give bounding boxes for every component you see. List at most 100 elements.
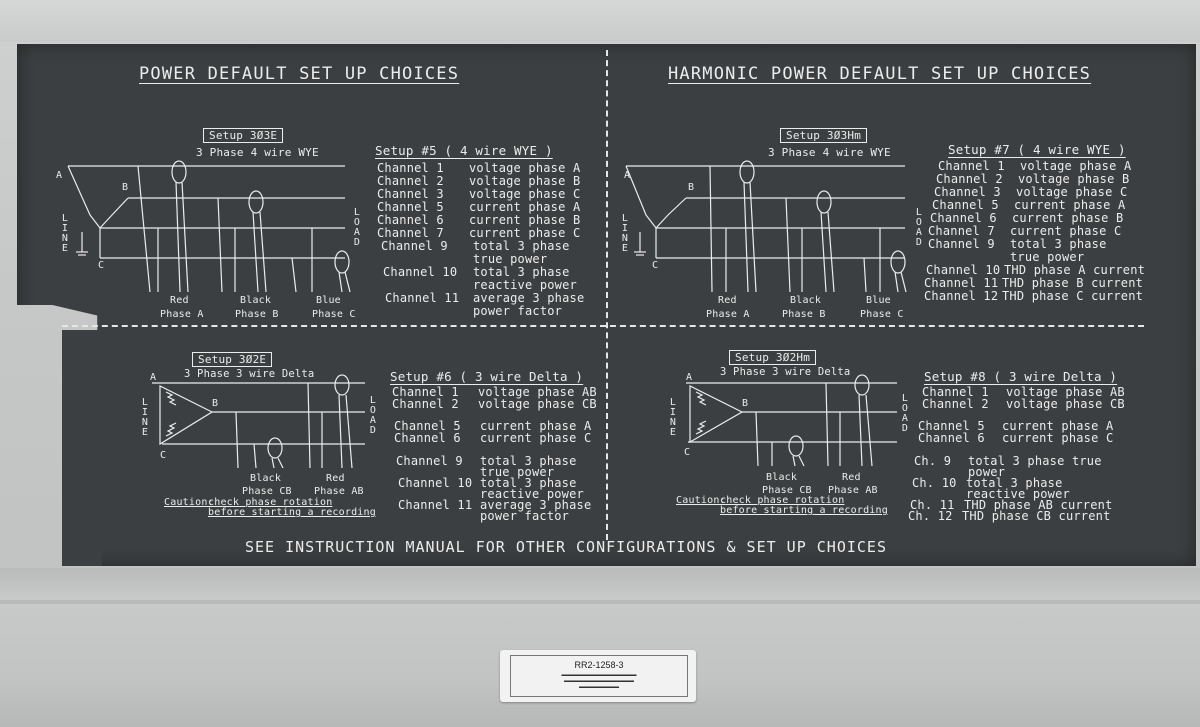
setup7-ch: Channel 9 [928, 237, 995, 251]
setup8-ch: Channel 5 [918, 419, 985, 433]
delta-subtitle: 3 Phase 3 wire Delta [720, 366, 851, 378]
panel-lower-left-extension [62, 330, 102, 566]
setup5-desc: current phase C [469, 226, 581, 240]
setup7-desc: voltage phase C [1016, 185, 1128, 199]
color-label-red: Red [170, 295, 189, 306]
setup-box-3o2e: Setup 3Ø2E [192, 352, 273, 367]
setup8-ch: Ch. 11 [910, 498, 955, 512]
caution-text-line2: before starting a recording [720, 505, 888, 516]
setup5-ch: Channel 6 [377, 213, 444, 227]
power-default-heading: POWER DEFAULT SET UP CHOICES [139, 64, 460, 84]
setup8-ch: Channel 1 [922, 385, 989, 399]
setup8-desc: THD phase CB current [962, 509, 1111, 523]
setup6-desc: average 3 phase [480, 498, 592, 512]
setup5-ch: Channel 10 [383, 265, 458, 279]
setup6-desc: voltage phase CB [478, 397, 597, 411]
node-c-label: C [160, 450, 167, 461]
load-label: LOAD [353, 207, 361, 248]
setup8-desc: current phase A [1002, 419, 1114, 433]
setup7-desc: voltage phase B [1018, 172, 1130, 186]
node-c-label: C [684, 447, 691, 458]
setup6-ch: Channel 9 [396, 454, 463, 468]
setup5-ch: Channel 2 [377, 174, 444, 188]
setup6-title: Setup #6 ( 3 wire Delta ) [390, 369, 584, 384]
setup7-ch: Channel 10 [926, 263, 1001, 277]
setup5-desc: current phase A [469, 200, 581, 214]
setup6-ch: Channel 5 [394, 419, 461, 433]
setup5-desc: voltage phase A [469, 161, 581, 175]
setup8-desc: voltage phase CB [1006, 397, 1125, 411]
setup6-desc: total 3 phase [480, 454, 577, 468]
setup8-title: Setup #8 ( 3 wire Delta ) [924, 369, 1118, 384]
setup5-ch: Channel 5 [377, 200, 444, 214]
setup8-desc: current phase C [1002, 431, 1114, 445]
setup5-ch: Channel 9 [381, 239, 448, 253]
setup6-ch: Channel 10 [398, 476, 473, 490]
color-label-blue: Blue [316, 295, 341, 306]
setup7-ch: Channel 7 [928, 224, 995, 238]
setup8-desc: THD phase AB current [964, 498, 1113, 512]
setup5-desc: current phase B [469, 213, 581, 227]
node-c-label: C [652, 260, 659, 271]
setup7-desc: THD phase A current [1004, 263, 1146, 277]
caution-text-line2: before starting a recording [208, 507, 376, 518]
setup7-ch: Channel 2 [936, 172, 1003, 186]
color-label-black: Black [250, 473, 282, 484]
delta-subtitle: 3 Phase 3 wire Delta [184, 368, 315, 380]
load-label: LOAD [901, 393, 909, 434]
phase-a-label: Phase A [160, 309, 204, 320]
product-sticker: RR2-1258-3 ▬▬▬▬▬▬▬▬▬▬▬▬▬▬▬▬▬▬▬▬▬▬▬▬▬▬▬▬▬… [500, 650, 696, 702]
node-b-label: B [688, 182, 695, 193]
setup7-desc: true power [1010, 250, 1085, 264]
setup6-ch: Channel 2 [392, 397, 459, 411]
setup-box-3o3hm: Setup 3Ø3Hm [780, 128, 868, 143]
setup5-desc: voltage phase C [469, 187, 581, 201]
node-b-label: B [742, 398, 749, 409]
quadrant-divider-vertical [606, 50, 608, 540]
setup5-ch: Channel 3 [377, 187, 444, 201]
setup8-desc: total 3 phase true [968, 454, 1102, 468]
setup8-ch: Ch. 10 [912, 476, 957, 490]
setup6-ch: Channel 11 [398, 498, 473, 512]
sticker-fine-print: ▬▬▬▬▬▬▬▬▬▬▬▬▬▬▬▬▬▬▬▬▬▬▬▬▬▬▬▬▬▬▬▬▬▬▬▬▬ [561, 672, 637, 690]
node-a-label: A [624, 170, 631, 181]
setup8-desc: total 3 phase [966, 476, 1063, 490]
setup6-desc: true power [480, 465, 555, 479]
phase-ab-label: Phase AB [828, 485, 878, 496]
phase-cb-label: Phase CB [242, 486, 292, 497]
setup6-desc: total 3 phase [480, 476, 577, 490]
setup-box-3o3e: Setup 3Ø3E [203, 128, 284, 143]
setup8-desc: voltage phase AB [1006, 385, 1125, 399]
setup5-title: Setup #5 ( 4 wire WYE ) [375, 143, 553, 158]
setup7-ch: Channel 5 [932, 198, 999, 212]
setup7-desc: voltage phase A [1020, 159, 1132, 173]
setup5-ch: Channel 1 [377, 161, 444, 175]
setup8-desc: power [968, 465, 1006, 479]
line-label: LINE [669, 397, 677, 438]
node-b-label: B [122, 182, 129, 193]
phase-ab-label: Phase AB [314, 486, 364, 497]
node-a-label: A [150, 372, 157, 383]
setup7-ch: Channel 1 [938, 159, 1005, 173]
sticker-border: RR2-1258-3 ▬▬▬▬▬▬▬▬▬▬▬▬▬▬▬▬▬▬▬▬▬▬▬▬▬▬▬▬▬… [510, 655, 688, 697]
case-lip [0, 600, 1200, 604]
setup8-ch: Channel 6 [918, 431, 985, 445]
setup6-desc: reactive power [480, 487, 584, 501]
line-label: LINE [621, 213, 629, 254]
setup8-desc: reactive power [966, 487, 1070, 501]
color-label-red: Red [326, 473, 345, 484]
setup5-desc: true power [473, 252, 548, 266]
phase-c-label: Phase C [312, 309, 356, 320]
case-top-edge [0, 0, 1200, 42]
setup7-ch: Channel 12 [924, 289, 999, 303]
phase-b-label: Phase B [782, 309, 826, 320]
setup6-ch: Channel 1 [392, 385, 459, 399]
setup5-desc: voltage phase B [469, 174, 581, 188]
color-label-black: Black [766, 472, 798, 483]
setup8-ch: Channel 2 [922, 397, 989, 411]
setup7-desc: current phase C [1010, 224, 1122, 238]
wye-subtitle: 3 Phase 4 wire WYE [196, 146, 319, 159]
instruction-manual-footer: SEE INSTRUCTION MANUAL FOR OTHER CONFIGU… [245, 538, 887, 556]
color-label-black: Black [790, 295, 822, 306]
